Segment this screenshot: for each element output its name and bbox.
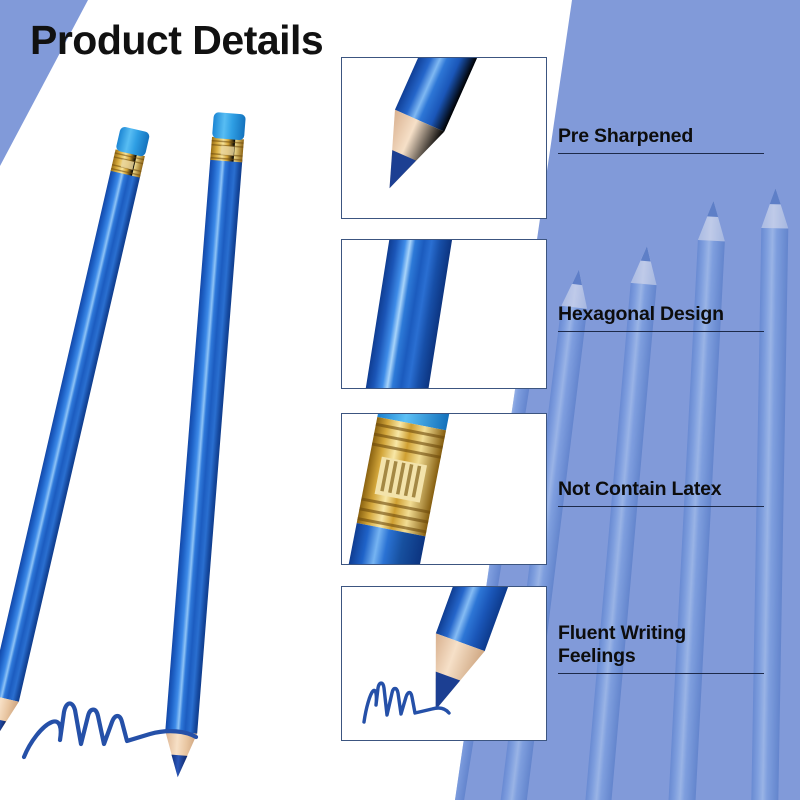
card-tip-image	[342, 58, 546, 218]
feature-hexagonal-design[interactable]: Hexagonal Design	[558, 303, 790, 332]
feature-label-2: Not Contain Latex	[558, 478, 722, 500]
pencil-back	[0, 126, 150, 740]
detail-card-tip[interactable]	[341, 57, 547, 219]
corner-triangle-shape	[0, 0, 88, 166]
card-writing-image	[342, 587, 546, 740]
feature-underline-3	[558, 673, 764, 674]
feature-underline-1	[558, 331, 764, 332]
feature-not-contain-latex[interactable]: Not Contain Latex	[558, 478, 790, 507]
pencil-front	[165, 112, 246, 778]
signature-scribble	[21, 701, 199, 760]
feature-label-0: Pre Sharpened	[558, 125, 694, 147]
feature-fluent-writing[interactable]: Fluent Writing Feelings	[558, 622, 790, 674]
card-barrel-image	[342, 240, 546, 388]
page-title: Product Details	[30, 17, 324, 63]
feature-pre-sharpened[interactable]: Pre Sharpened	[558, 125, 790, 154]
card-ferrule-image	[342, 414, 546, 564]
detail-card-ferrule[interactable]	[341, 413, 547, 565]
feature-label-3: Fluent Writing	[558, 622, 686, 644]
feature-label-1: Hexagonal Design	[558, 303, 724, 325]
feature-label-3-line2: Feelings	[558, 645, 636, 667]
feature-underline-2	[558, 506, 764, 507]
detail-card-writing[interactable]	[341, 586, 547, 741]
feature-underline-0	[558, 153, 764, 154]
detail-card-barrel[interactable]	[341, 239, 547, 389]
